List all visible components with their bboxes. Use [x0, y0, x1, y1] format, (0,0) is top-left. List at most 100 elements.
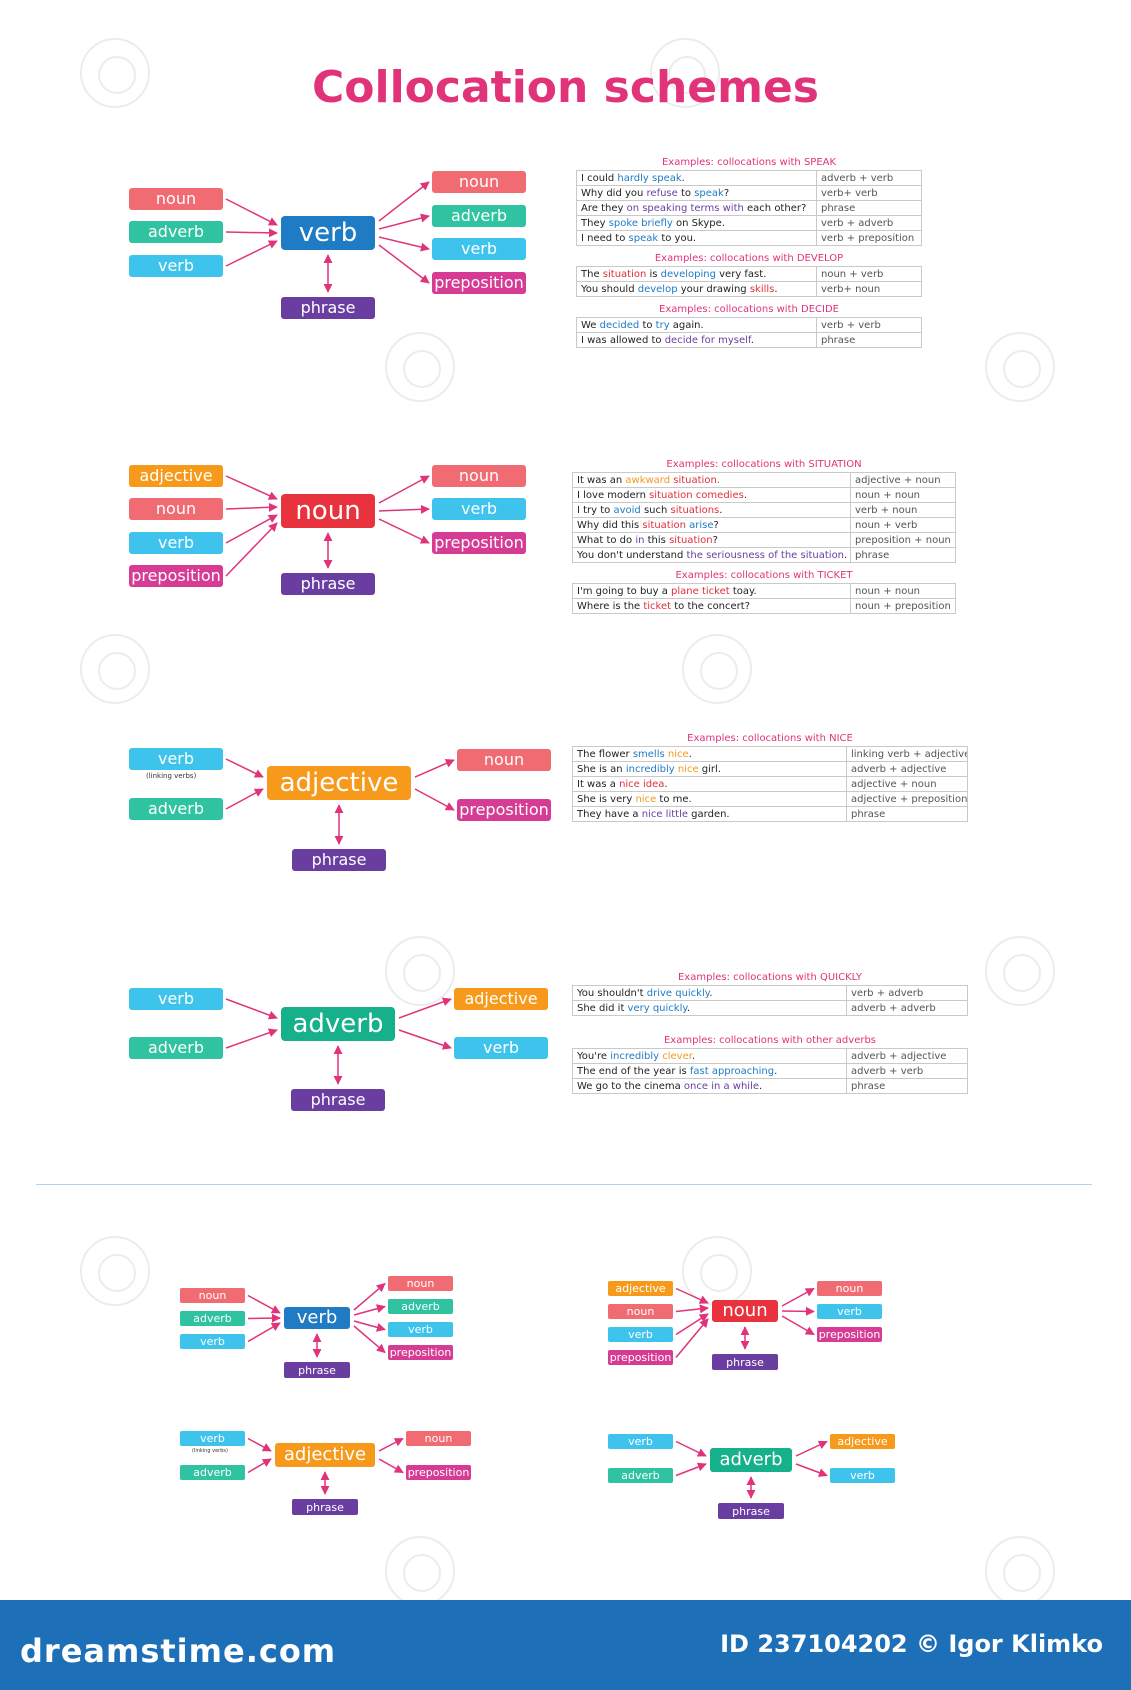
speak-examples: Examples: collocations with SPEAK I coul…	[576, 150, 922, 348]
phrase-box: phrase	[292, 849, 386, 871]
example-sentence: I was allowed to decide for myself.	[576, 332, 817, 348]
connector-arrow	[225, 502, 278, 512]
example-sentence: They spoke briefly on Skype.	[576, 215, 817, 231]
example-sentence: You're incredibly clever.	[572, 1048, 847, 1064]
table-row: She is very nice to me.adjective + prepo…	[572, 791, 968, 807]
table-row: You should develop your drawing skills.v…	[576, 281, 922, 297]
watermark-icon	[682, 634, 752, 704]
noun-box: noun	[608, 1304, 673, 1319]
pattern-cell: noun + verb	[816, 266, 922, 282]
connector-arrow	[225, 514, 278, 544]
verb-box: verb	[432, 498, 526, 520]
adverb-box: adverb	[180, 1311, 245, 1326]
verb-box: verb	[608, 1434, 673, 1449]
connector-arrow	[247, 1458, 272, 1474]
phrase-box: phrase	[712, 1354, 778, 1370]
table-caption: Examples: collocations with SPEAK	[661, 157, 837, 168]
phrase-box: phrase	[281, 573, 375, 595]
pattern-cell: phrase	[816, 332, 922, 348]
connector-arrow	[225, 198, 278, 226]
page-title: Collocation schemes	[312, 62, 819, 113]
situation-table: It was an awkward situation.adjective + …	[572, 472, 956, 563]
connector-arrow	[353, 1320, 386, 1332]
connector-arrow	[225, 788, 264, 810]
example-sentence: You shouldn't drive quickly.	[572, 985, 847, 1001]
table-row: You don't understand the seriousness of …	[572, 547, 956, 563]
adverb-box: adverb	[710, 1448, 792, 1472]
connector-arrow	[378, 504, 430, 514]
example-sentence: What to do in this situation?	[572, 532, 851, 548]
connector-arrow	[378, 213, 430, 230]
table-caption: Examples: collocations with NICE	[687, 733, 853, 744]
nice-examples: Examples: collocations with NICE The flo…	[572, 726, 968, 822]
preposition-box: preposition	[457, 799, 551, 821]
other-table: You're incredibly clever.adverb + adject…	[572, 1048, 968, 1094]
watermark-icon	[385, 936, 455, 1006]
pattern-cell: noun + noun	[850, 583, 956, 599]
table-row: The situation is developing very fast.no…	[576, 266, 922, 282]
connector-arrow	[675, 1313, 709, 1336]
table-row: Why did this situation arise?noun + verb	[572, 517, 956, 533]
connector-arrow	[781, 1315, 815, 1336]
watermark-icon	[80, 634, 150, 704]
watermark-icon	[682, 1236, 752, 1306]
table-row: I need to speak to you.verb + prepositio…	[576, 230, 922, 246]
table-row: We decided to try again.verb + verb	[576, 317, 922, 333]
noun-box: noun	[406, 1431, 471, 1446]
connector-arrow	[414, 788, 455, 811]
connector-arrow	[398, 1029, 452, 1050]
noun-box: noun	[712, 1300, 778, 1322]
connector-arrow	[378, 181, 430, 222]
connector-arrow	[247, 1313, 281, 1323]
example-sentence: She is an incredibly nice girl.	[572, 761, 847, 777]
pattern-cell: phrase	[850, 547, 956, 563]
pattern-cell: verb+ verb	[816, 185, 922, 201]
pattern-cell: noun + preposition	[850, 598, 956, 614]
noun-box: noun	[388, 1276, 453, 1291]
table-row: They have a nice little garden.phrase	[572, 806, 968, 822]
adjective-box: adjective	[830, 1434, 895, 1449]
connector-arrow	[247, 1437, 272, 1452]
adverb-box: adverb	[281, 1007, 395, 1041]
pattern-cell: verb + adverb	[846, 985, 968, 1001]
situation-examples: Examples: collocations with SITUATION It…	[572, 452, 956, 614]
watermark-icon	[650, 38, 720, 108]
verb-box: verb	[454, 1037, 548, 1059]
brand-logo: dreamstime.com	[20, 1632, 337, 1670]
verb-box: verb	[129, 988, 223, 1010]
connector-arrow	[781, 1287, 815, 1307]
connector-arrow	[781, 1306, 815, 1316]
pattern-cell: adverb + adjective	[846, 761, 968, 777]
example-sentence: Why did you refuse to speak?	[576, 185, 817, 201]
noun-box: noun	[432, 171, 526, 193]
connector-arrow	[378, 475, 430, 504]
adjective-box: adjective	[267, 766, 411, 800]
preposition-box: preposition	[432, 272, 526, 294]
example-sentence: I need to speak to you.	[576, 230, 817, 246]
example-sentence: I try to avoid such situations.	[572, 502, 851, 518]
adjective-box: adjective	[129, 465, 223, 487]
verb-box: verb	[180, 1334, 245, 1349]
connector-arrow	[795, 1463, 828, 1477]
connector-arrow	[378, 1458, 404, 1474]
noun-box: noun	[457, 749, 551, 771]
table-row: It was an awkward situation.adjective + …	[572, 472, 956, 488]
connector-arrow	[378, 518, 430, 544]
example-sentence: The end of the year is fast approaching.	[572, 1063, 847, 1079]
adverb-box: adverb	[180, 1465, 245, 1480]
table-row: I could hardly speak.adverb + verb	[576, 170, 922, 186]
example-sentence: I'm going to buy a plane ticket toay.	[572, 583, 851, 599]
noun-box: noun	[817, 1281, 882, 1296]
adjective-box: adjective	[608, 1281, 673, 1296]
adverb-box: adverb	[129, 798, 223, 820]
quickly-table: You shouldn't drive quickly.verb + adver…	[572, 985, 968, 1016]
nice-table: The flower smells nice.linking verb + ad…	[572, 746, 968, 822]
pattern-cell: adjective + noun	[846, 776, 968, 792]
table-row: You're incredibly clever.adverb + adject…	[572, 1048, 968, 1064]
table-caption: Examples: collocations with DEVELOP	[654, 253, 844, 264]
verb-box: verb	[129, 748, 223, 770]
connector-arrow	[247, 1322, 281, 1343]
noun-box: noun	[432, 465, 526, 487]
table-row: Where is the ticket to the concert?noun …	[572, 598, 956, 614]
